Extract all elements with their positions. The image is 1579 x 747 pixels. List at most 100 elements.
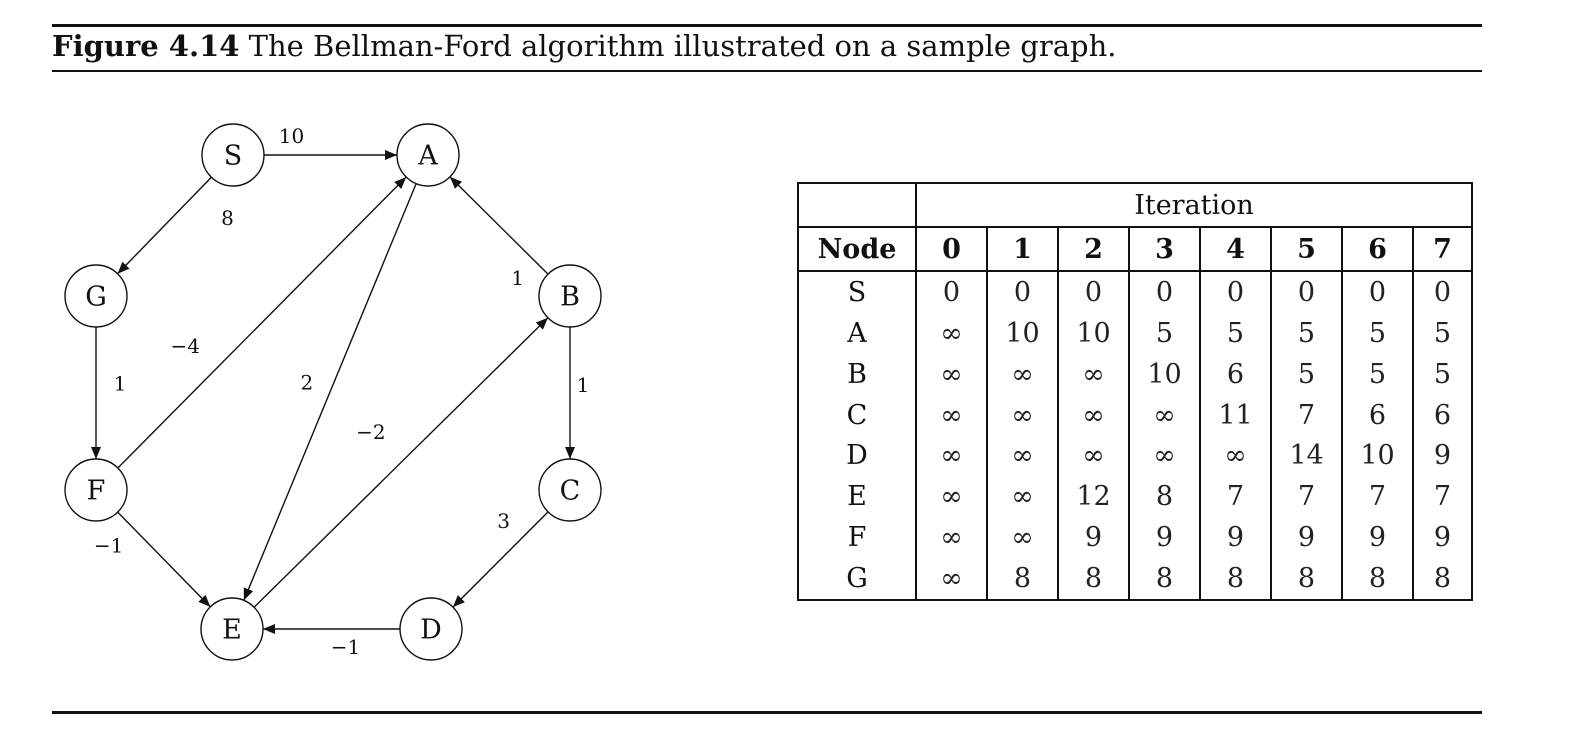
iteration-col-3: 3 bbox=[1129, 227, 1201, 272]
caption-rule bbox=[52, 70, 1482, 72]
edge-B-A bbox=[449, 176, 549, 275]
node-label-S: S bbox=[224, 141, 243, 172]
distance-cell: 9 bbox=[1129, 516, 1201, 558]
edge-E-B bbox=[253, 317, 549, 608]
node-label-D: D bbox=[420, 615, 442, 646]
row-node-label: S bbox=[798, 271, 917, 314]
node-circle-F bbox=[64, 458, 128, 522]
node-A: A bbox=[396, 123, 460, 187]
iteration-col-0: 0 bbox=[916, 227, 988, 272]
node-circle-A bbox=[396, 123, 460, 187]
distance-cell: 8 bbox=[1058, 557, 1130, 600]
node-S: S bbox=[201, 123, 265, 187]
figure-caption: Figure 4.14 The Bellman-Ford algorithm i… bbox=[52, 28, 1116, 64]
distance-cell: ∞ bbox=[987, 476, 1059, 517]
node-label-F: F bbox=[87, 476, 106, 507]
distance-cell: 6 bbox=[1342, 394, 1414, 436]
node-column-header: Node bbox=[798, 227, 917, 272]
distance-cell: 9 bbox=[1200, 516, 1272, 558]
distance-cell: 9 bbox=[1271, 516, 1343, 558]
node-circle-G bbox=[64, 264, 128, 328]
distance-cell: 0 bbox=[1200, 271, 1272, 314]
iteration-col-1: 1 bbox=[987, 227, 1059, 272]
distance-cell: 10 bbox=[987, 313, 1059, 354]
distance-cell: 7 bbox=[1271, 394, 1343, 436]
edge-weight-E-B: −2 bbox=[356, 420, 385, 444]
node-layer: S A G B F C E D bbox=[64, 123, 602, 661]
node-label-C: C bbox=[560, 476, 581, 507]
edge-weight-D-E: −1 bbox=[331, 635, 360, 659]
iteration-col-2: 2 bbox=[1058, 227, 1130, 272]
distance-cell: ∞ bbox=[916, 476, 988, 517]
distance-cell: 14 bbox=[1271, 435, 1343, 477]
edge-C-D bbox=[452, 511, 549, 608]
edge-F-A bbox=[117, 176, 407, 469]
edge-weight-B-A: 1 bbox=[511, 266, 524, 290]
iteration-col-4: 4 bbox=[1200, 227, 1272, 272]
node-E: E bbox=[200, 597, 264, 661]
edge-weight-F-A: −4 bbox=[170, 334, 199, 358]
distance-cell: 8 bbox=[987, 557, 1059, 600]
node-F: F bbox=[64, 458, 128, 522]
iteration-col-7: 7 bbox=[1413, 227, 1473, 272]
distance-cell: 5 bbox=[1342, 313, 1414, 354]
distance-cell: 6 bbox=[1433, 399, 1452, 431]
edge-weight-S-A: 10 bbox=[279, 124, 304, 148]
distance-cell: 10 bbox=[1129, 353, 1201, 395]
row-node-label: A bbox=[798, 313, 917, 354]
distance-cell: 12 bbox=[1058, 476, 1130, 517]
node-label-B: B bbox=[560, 282, 580, 313]
distance-cell: ∞ bbox=[987, 394, 1059, 436]
node-label-G: G bbox=[85, 282, 107, 313]
distance-cell: 7 bbox=[1200, 476, 1272, 517]
iteration-col-5: 5 bbox=[1271, 227, 1343, 272]
distance-cell: 0 bbox=[916, 271, 988, 314]
node-circle-S bbox=[201, 123, 265, 187]
distance-cell: 5 bbox=[1342, 353, 1414, 395]
distance-cell: 6 bbox=[1200, 353, 1272, 395]
distance-cell: 0 bbox=[1342, 271, 1414, 314]
edge-F-E bbox=[117, 511, 211, 608]
distance-cell: 8 bbox=[1200, 557, 1272, 600]
node-circle-C bbox=[538, 458, 602, 522]
node-circle-D bbox=[399, 597, 463, 661]
node-label-E: E bbox=[222, 615, 242, 646]
distance-cell: 8 bbox=[1129, 476, 1201, 517]
distance-cell: 5 bbox=[1271, 313, 1343, 354]
distance-cell: ∞ bbox=[916, 394, 988, 436]
distance-cell: 0 bbox=[1271, 271, 1343, 314]
distance-cell: ∞ bbox=[987, 353, 1059, 395]
iteration-header: Iteration bbox=[916, 183, 1473, 228]
distance-cell: 8 bbox=[1342, 557, 1414, 600]
distance-cell: ∞ bbox=[916, 353, 988, 395]
distance-cell: ∞ bbox=[1058, 435, 1130, 477]
distance-cell: 8 bbox=[1433, 562, 1452, 594]
iteration-col-6: 6 bbox=[1342, 227, 1414, 272]
distance-cell: 0 bbox=[1058, 271, 1130, 314]
edge-weight-F-E: −1 bbox=[94, 534, 123, 558]
row-node-label: B bbox=[798, 353, 917, 395]
row-node-label: D bbox=[798, 435, 917, 477]
row-node-label: F bbox=[798, 516, 917, 558]
distance-cell: ∞ bbox=[916, 557, 988, 600]
distance-cell: 0 bbox=[1129, 271, 1201, 314]
distance-cell: ∞ bbox=[916, 516, 988, 558]
figure-label: Figure 4.14 bbox=[52, 29, 240, 63]
distance-cell: 8 bbox=[1271, 557, 1343, 600]
edge-S-G bbox=[117, 176, 212, 275]
row-node-label: C bbox=[798, 394, 917, 436]
distance-cell: ∞ bbox=[1129, 435, 1201, 477]
bottom-rule bbox=[52, 711, 1482, 714]
distance-cell: 9 bbox=[1433, 440, 1452, 472]
edge-weight-B-C: 1 bbox=[577, 373, 590, 397]
distance-cell: ∞ bbox=[916, 313, 988, 354]
